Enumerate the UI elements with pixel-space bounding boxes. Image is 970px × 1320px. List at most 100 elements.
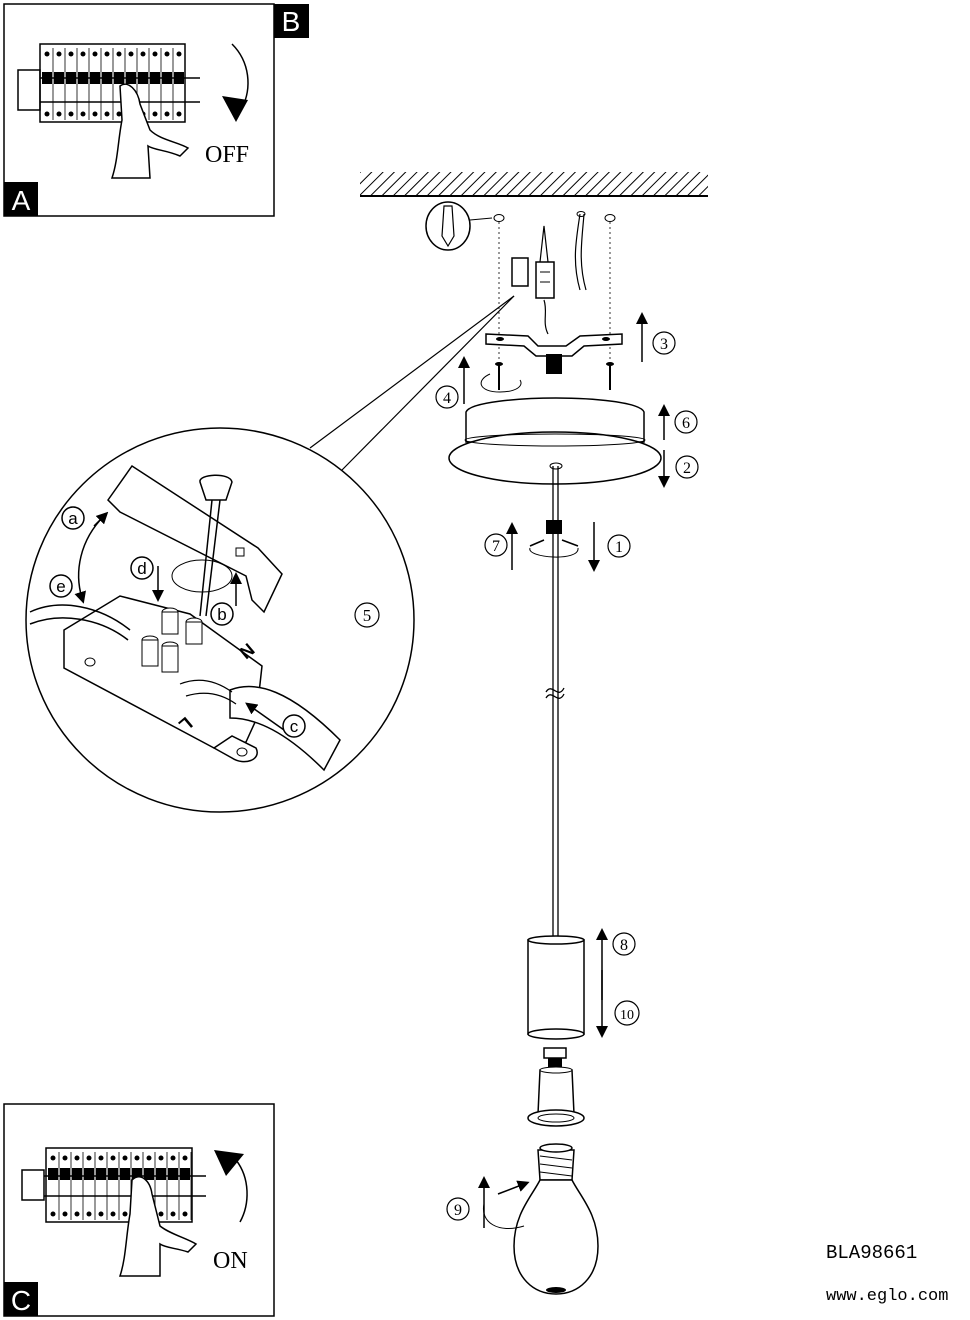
breaker-screw [122,1211,128,1217]
svg-text:d: d [137,559,146,578]
breaker-rail-icon [21,1147,206,1223]
terminal-icon [161,641,179,673]
model-number: BLA98661 [826,1242,917,1264]
breaker-screw [86,1211,92,1217]
terminal-block-icon [511,225,555,299]
breaker-switch [132,1168,142,1180]
breaker-screw [62,1211,68,1217]
breaker-screw [92,111,98,117]
mains-cable [574,213,587,291]
breaker-screw [158,1211,164,1217]
svg-text:a: a [68,509,78,528]
label-box-c [4,1282,38,1316]
svg-text:e: e [56,577,65,596]
breaker-switch [66,72,76,84]
detail-label-a: a [61,506,85,530]
breaker-switch [84,1168,94,1180]
breaker-screw [68,51,74,57]
breaker-switch [114,72,124,84]
svg-text:b: b [217,605,226,624]
breaker-screw [122,1155,128,1161]
breaker-screw [56,111,62,117]
terminal-icon [161,607,179,635]
breaker-switch [54,72,64,84]
breaker-screw [56,51,62,57]
breaker-screw [152,111,158,117]
detail-label-c: c [282,714,306,738]
breaker-switch [78,72,88,84]
breaker-screw [74,1211,80,1217]
breaker-switch [150,72,160,84]
breaker-switch [120,1168,130,1180]
breaker-screw [170,1155,176,1161]
breaker-screw [86,1155,92,1161]
breaker-screw [104,111,110,117]
breaker-switch [72,1168,82,1180]
svg-text:7: 7 [492,538,500,555]
breaker-rail-icon [17,43,200,123]
breaker-switch [90,72,100,84]
svg-text:5: 5 [363,606,372,625]
website-url: www.eglo.com [826,1287,948,1306]
breaker-switch [96,1168,106,1180]
breaker-screw [116,51,122,57]
screw-icon [495,362,503,390]
cable-grip [529,520,579,558]
breaker-switch [42,72,52,84]
breaker-screw [176,111,182,117]
breaker-screw [140,51,146,57]
breaker-screw [62,1155,68,1161]
mounting-bracket [485,333,623,374]
wall-plug-icon [425,201,493,251]
breaker-switch [144,1168,154,1180]
breaker-switch [156,1168,166,1180]
terminal-icon [185,617,203,645]
panel-breaker-on: C ON [3,1103,275,1317]
svg-text:2: 2 [683,460,691,477]
lamp-shade [527,935,585,1040]
breaker-screw [146,1155,152,1161]
terminal-icon [141,635,159,667]
breaker-screw [104,51,110,57]
breaker-screw [80,51,86,57]
breaker-screw [50,1155,56,1161]
step-8: 8 [612,932,636,956]
terminal-cover [107,464,283,614]
breaker-switch [48,1168,58,1180]
label-box-b [274,4,309,38]
detail-label-b: b [210,602,234,626]
breaker-switch [102,72,112,84]
breaker-screw [44,111,50,117]
detail-label-d: d [130,556,154,580]
breaker-screw [98,1211,104,1217]
rotate-up-arrow-icon [235,1159,248,1223]
svg-text:6: 6 [682,415,690,432]
breaker-screw [170,1211,176,1217]
breaker-switch [60,1168,70,1180]
svg-text:c: c [290,717,299,736]
breaker-screw [110,1211,116,1217]
step-4: 4 [435,385,459,409]
label-box-a [4,182,38,216]
breaker-screw [74,1155,80,1161]
step-6: 6 [674,410,698,434]
light-bulb-icon [513,1143,599,1295]
panel-label-a: A [12,185,31,216]
breaker-switch [138,72,148,84]
breaker-screw [182,1155,188,1161]
step-7: 7 [484,533,508,557]
breaker-screw [44,51,50,57]
detail-label-e: e [49,574,73,598]
step-3: 3 [652,331,676,355]
step-9: 9 [446,1197,470,1221]
lamp-holder [527,1047,585,1127]
panel-label-c: C [11,1285,31,1316]
off-label: OFF [205,142,249,168]
ceiling [360,172,708,197]
panel-breaker-off: B A OFF [3,3,309,217]
svg-text:3: 3 [660,336,668,353]
breaker-switch [180,1168,190,1180]
breaker-screw [80,111,86,117]
breaker-switch [162,72,172,84]
